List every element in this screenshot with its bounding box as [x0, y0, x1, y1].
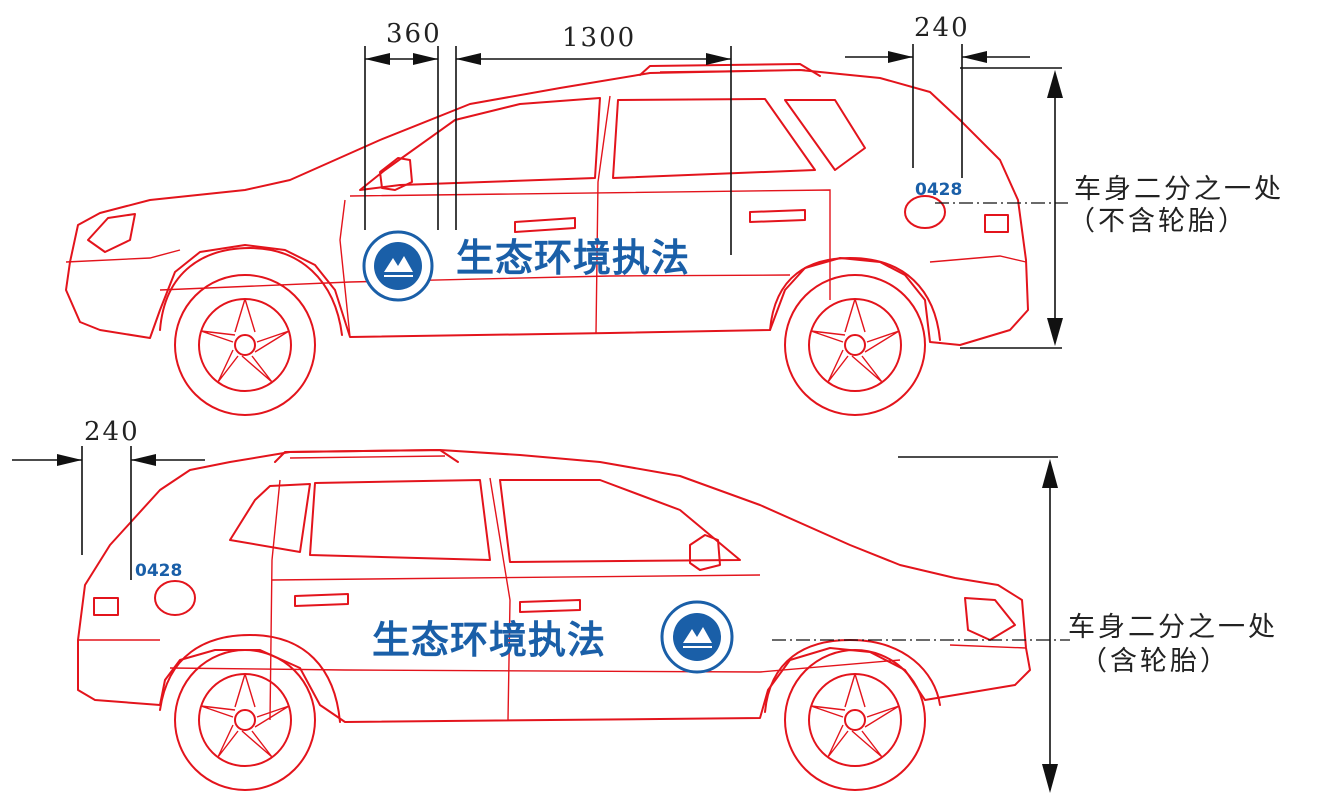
top-emblem-icon: [362, 230, 434, 302]
top-window-quarter: [784, 99, 866, 171]
bottom-note-line2: （含轮胎）: [1080, 646, 1230, 677]
bottom-car: [77, 449, 1031, 791]
bottom-taillight: [93, 597, 119, 616]
top-window-rear: [612, 98, 816, 179]
top-door-handle-front: [514, 217, 576, 233]
top-front-wheel: [174, 274, 316, 416]
top-roof-rack: [639, 63, 821, 77]
top-livery-text: 生态环境执法: [456, 236, 690, 280]
top-dim-360: 360: [386, 19, 442, 49]
bottom-front-wheel: [784, 649, 926, 791]
bottom-window-quarter: [229, 483, 311, 553]
top-door-handle-rear: [749, 209, 806, 223]
top-headlight: [87, 213, 136, 253]
top-taillight: [984, 214, 1009, 233]
top-mirror: [379, 157, 413, 191]
top-plate-number: 0428: [915, 180, 962, 200]
top-fuel-cap: [904, 195, 946, 229]
bottom-dimensions: 240 车身二分之一处 （含轮胎）: [12, 417, 1278, 793]
bottom-dim-240: 240: [84, 417, 140, 447]
top-note-line1: 车身二分之一处: [1074, 174, 1284, 205]
top-car: [65, 63, 1029, 416]
top-rear-wheel: [784, 274, 926, 416]
bottom-door-handle-front: [519, 599, 581, 613]
bottom-note-line1: 车身二分之一处: [1068, 612, 1278, 643]
top-note-line2: （不含轮胎）: [1068, 206, 1248, 237]
bottom-rear-wheel: [174, 649, 316, 791]
top-dim-1300: 1300: [562, 23, 636, 53]
bottom-headlight: [964, 597, 1016, 641]
bottom-door-handle-rear: [294, 593, 349, 607]
top-dim-240: 240: [914, 13, 970, 43]
top-car-body: [65, 69, 1029, 346]
bottom-window-middle: [309, 479, 491, 561]
bottom-plate-number: 0428: [135, 561, 182, 581]
bottom-emblem-icon: [660, 600, 734, 674]
bottom-livery-text: 生态环境执法: [372, 618, 606, 662]
top-window-front: [359, 97, 601, 191]
bottom-roof-rack: [274, 449, 459, 463]
bottom-window-front: [499, 479, 741, 563]
bottom-fuel-cap: [154, 580, 196, 616]
top-dimensions: 360 1300 240 车身二分之一处 （不含轮胎）: [364, 13, 1284, 349]
bottom-mirror: [689, 534, 721, 571]
